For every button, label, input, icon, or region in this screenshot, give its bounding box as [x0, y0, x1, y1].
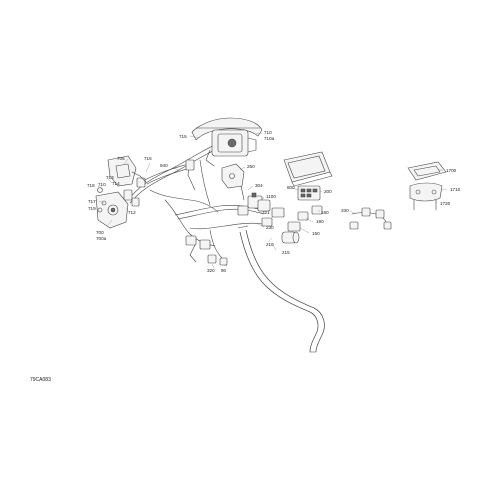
callout-321: 321 [262, 210, 270, 215]
callout-1700: 1700 [446, 168, 457, 173]
hose-215 [237, 225, 325, 353]
callout-1710: 1710 [450, 187, 461, 192]
callout-150: 150 [312, 231, 320, 236]
sub-harness-330 [349, 207, 392, 230]
callout-190: 190 [316, 219, 324, 224]
sub-harness-940 [136, 159, 195, 188]
document-code: 79CA083 [30, 377, 51, 383]
callout-710a: 710a [264, 136, 275, 141]
callout-713: 713 [106, 175, 114, 180]
callout-320: 320 [207, 268, 215, 273]
callout-200: 200 [324, 189, 332, 194]
left-bracket-assembly-700 [95, 155, 147, 229]
callout-940: 940 [160, 163, 168, 168]
ecu-assembly-710 [191, 117, 263, 167]
callout-714: 714 [112, 181, 120, 186]
callout-716: 716 [144, 156, 152, 161]
connector-cluster-180 [261, 205, 323, 232]
callout-230: 230 [266, 225, 274, 230]
callout-250: 250 [247, 164, 255, 169]
callout-719: 719 [88, 206, 96, 211]
callout-90: 90 [221, 268, 227, 273]
callout-712: 712 [128, 210, 136, 215]
callout-180: 180 [321, 210, 329, 215]
callout-710-left: 710 [98, 182, 106, 187]
callout-700: 700 [96, 230, 104, 235]
display-cluster-800 [283, 151, 333, 187]
leader-lines [97, 132, 448, 269]
callout-304: 304 [255, 183, 263, 188]
callout-210: 210 [266, 242, 274, 247]
callout-705: 705 [117, 156, 125, 161]
callout-717: 717 [88, 199, 96, 204]
callout-800: 800 [287, 185, 295, 190]
relay-block-1100 [237, 192, 271, 216]
callout-1720: 1720 [440, 201, 451, 206]
cylinder-part-210 [281, 231, 300, 244]
callout-labels: 715 710 710a 705 716 940 250 718 713 710… [87, 130, 461, 273]
callout-215: 215 [282, 250, 290, 255]
callout-330: 330 [341, 208, 349, 213]
right-bracket-1700 [407, 161, 447, 211]
small-parts-320-90 [185, 235, 228, 266]
connector-block-200 [297, 185, 321, 201]
bracket-250 [221, 163, 245, 189]
callout-1100: 1100 [266, 194, 276, 199]
callout-700a: 700a [96, 236, 107, 241]
callout-715: 715 [179, 134, 187, 139]
callout-718: 718 [87, 183, 95, 188]
callout-710: 710 [264, 130, 272, 135]
